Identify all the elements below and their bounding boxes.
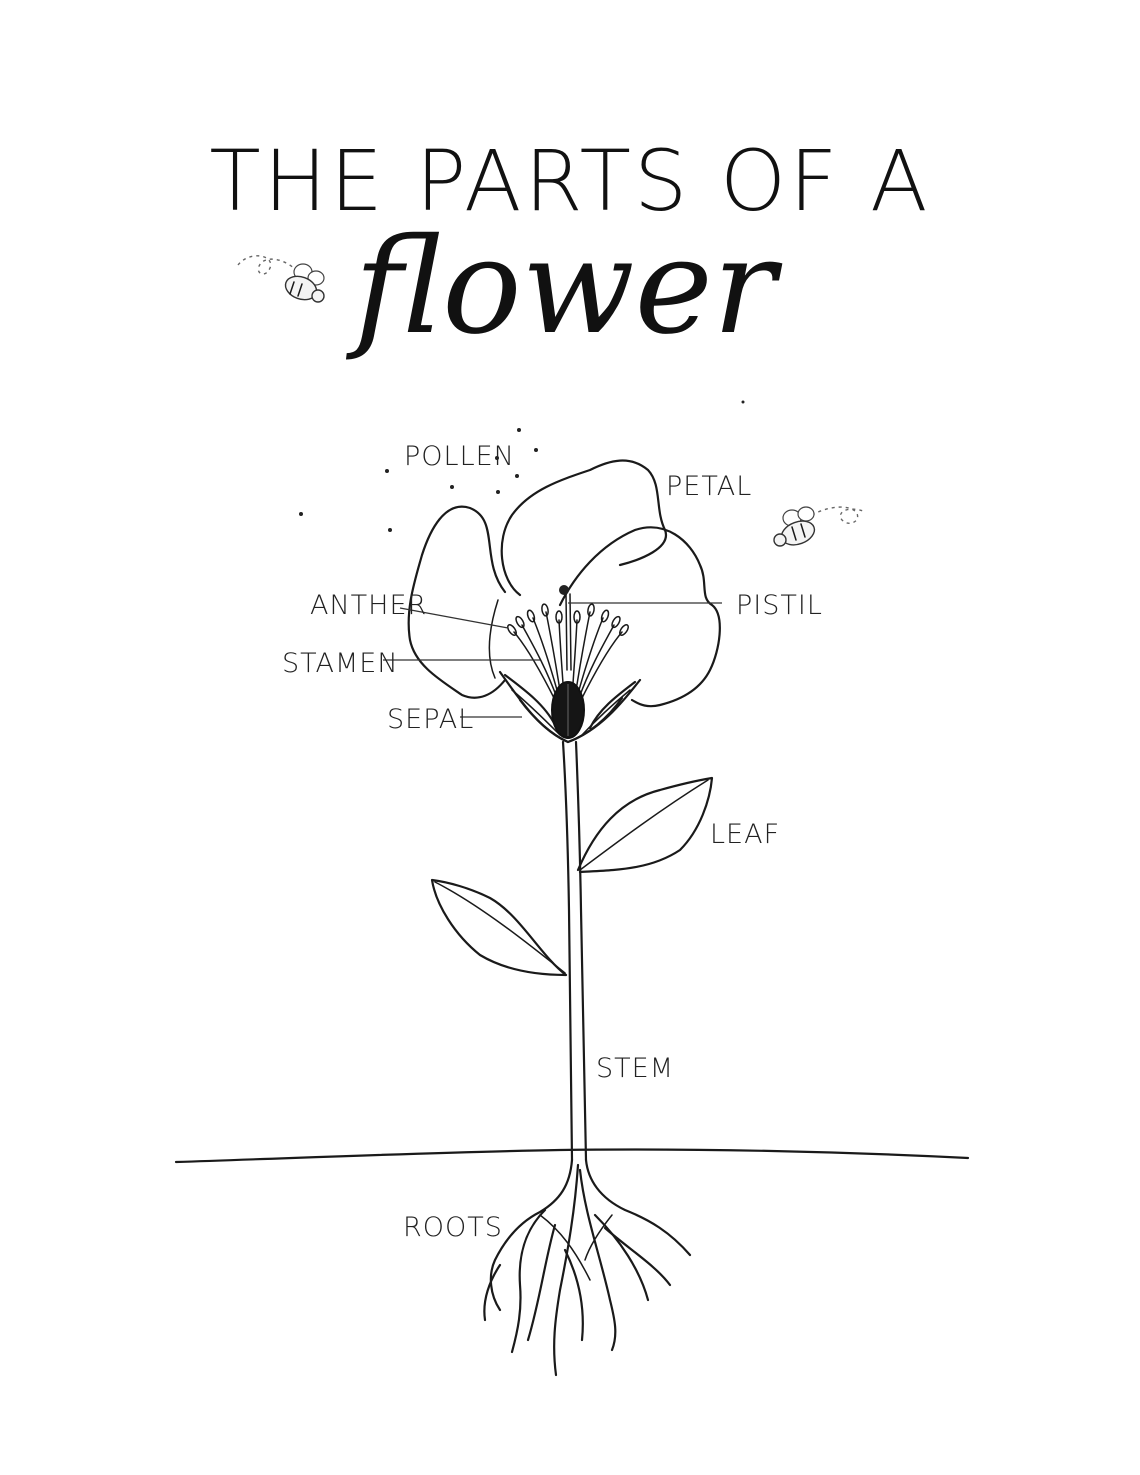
label-petal: PETAL	[666, 471, 752, 502]
pollen-dots	[299, 400, 745, 532]
bee-right-icon	[773, 506, 867, 547]
label-pistil: PISTIL	[736, 590, 823, 621]
bee-left-icon	[237, 255, 325, 303]
labels: POLLEN PETAL ANTHER PISTIL STAMEN SEPAL …	[282, 441, 823, 1243]
title-line-1: THE PARTS OF A	[209, 132, 930, 230]
label-stem: STEM	[596, 1053, 674, 1084]
title-group: THE PARTS OF A flower	[209, 132, 930, 364]
label-stamen: STAMEN	[282, 648, 399, 679]
leader-lines	[383, 602, 722, 718]
label-leaf: LEAF	[710, 819, 780, 850]
label-pollen: POLLEN	[404, 441, 515, 472]
label-sepal: SEPAL	[387, 704, 474, 735]
label-anther: ANTHER	[310, 590, 427, 621]
pistil	[551, 585, 585, 739]
sepals	[498, 670, 642, 744]
ground-line	[174, 1148, 970, 1164]
label-roots: ROOTS	[403, 1212, 503, 1243]
leaves	[430, 776, 714, 977]
leader-anther	[399, 607, 509, 629]
petals	[407, 459, 721, 708]
title-script-word: flower	[345, 210, 783, 364]
roots	[483, 1158, 692, 1377]
stem	[561, 740, 588, 1162]
